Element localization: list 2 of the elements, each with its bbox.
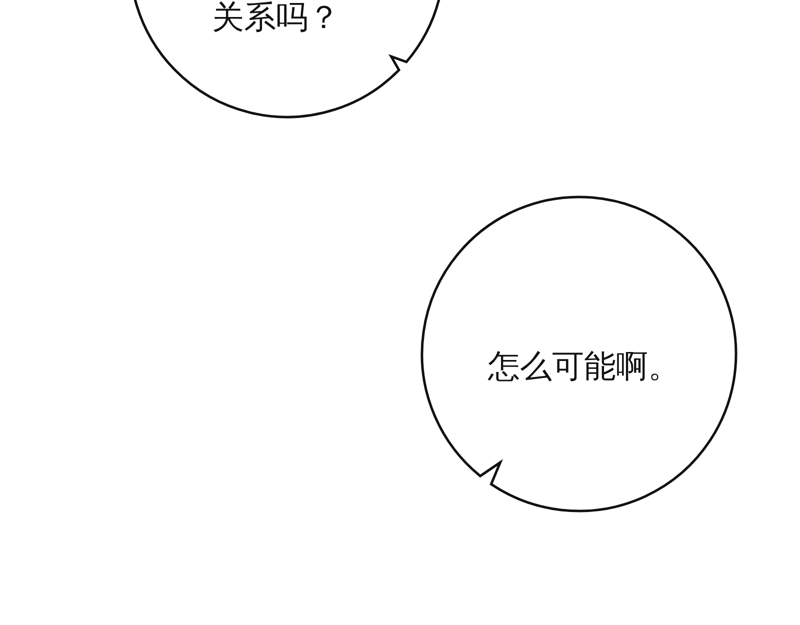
dialogue-text: 怎么可能啊。	[488, 349, 680, 384]
dialogue-text: 关系吗？	[212, 0, 340, 36]
